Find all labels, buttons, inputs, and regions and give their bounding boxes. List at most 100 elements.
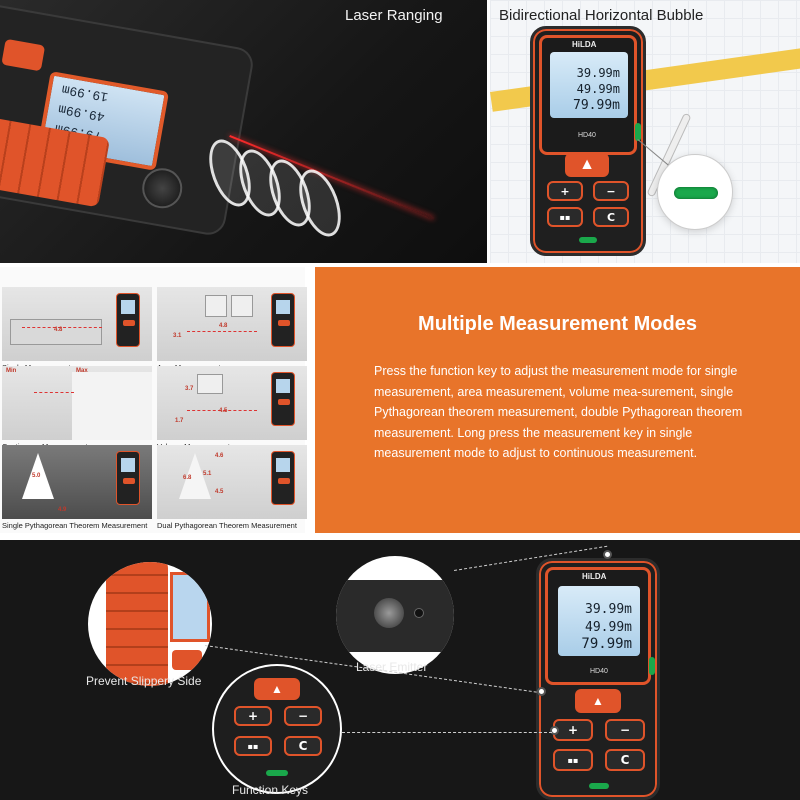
panel [231,295,253,317]
modes-description-panel: Multiple Measurement Modes Press the fun… [315,267,800,533]
reading-line: 19.99m [60,81,110,105]
key-edge [172,650,202,670]
value-tag: 4.8 [54,327,63,333]
clear-key: C [593,207,629,227]
model-label: HD40 [578,132,596,139]
section-body: Press the function key to adjust the mea… [374,364,743,460]
mode-scene: 5.0 4.9 [2,445,152,519]
measure-line [22,327,102,328]
device-screen: 39.99m 49.99m 79.99m [550,52,628,118]
reading-line: 39.99m [576,66,620,80]
panel [205,295,227,317]
mode-scene: 4.8 [2,287,152,361]
receiver-icon [414,608,424,618]
laser-ranging-panel: 19.99m 49.99m 79.99m Laser Ranging [0,0,487,263]
device-front: HiLDA 39.99m 49.99m 79.99m HD40 ▲ + − ▪▪… [530,26,646,256]
mode-single-pythagorean: 5.0 4.9 Single Pythagorean Theorem Measu… [2,445,152,533]
value-tag: 1.7 [175,418,184,424]
mini-device [271,293,295,347]
minus-key: − [605,719,645,741]
bubble-zoom [657,154,733,230]
feature-label: Laser Emitter [356,660,428,674]
section-title: Multiple Measurement Modes [418,313,697,335]
reading-line: 49.99m [576,82,620,96]
function-key: ▪▪ [553,749,593,771]
tree-shape [22,453,54,499]
measure-line [187,410,257,411]
grip-texture [106,562,168,686]
mode-continuous: Min Max Continuous Measurement [2,366,152,454]
wall [72,372,152,440]
callout-line [342,732,552,733]
reading-line: 49.99m [57,101,106,125]
mode-scene: 3.1 4.8 [157,287,307,361]
bubble-panel: Bidirectional Horizontal Bubble HiLDA 39… [490,0,800,263]
panel-title: Laser Ranging [345,7,443,24]
plus-key: + [553,719,593,741]
measure-key-icon: ▲ [575,689,621,713]
value-tag: 6.8 [183,475,192,481]
measure-key-icon: ▲ [254,678,300,700]
callout-dot [603,550,612,559]
feature-label: Function Keys [232,783,309,797]
reading-line: 49.99m [585,620,632,635]
callout-dot [537,687,546,696]
reading-line: 79.99m [581,636,632,652]
mode-scene: 4.6 6.8 5.1 4.5 [157,445,307,519]
reading-line: 39.99m [585,602,632,617]
measure-line [34,392,74,393]
laser-emitter-icon [374,598,404,628]
model-label: HD40 [590,668,608,675]
clear-key: C [605,749,645,771]
minus-key: − [593,181,629,201]
emitter-zoom [336,556,454,674]
modes-grid: 4.8 Single Measurement 3.1 4.8 Area Meas… [0,267,307,533]
mode-scene: Min Max [2,366,152,440]
measure-key [1,38,46,72]
mini-device [271,372,295,426]
callout-dot [550,726,559,735]
tree-shape [179,453,211,499]
mode-label: Single Pythagorean Theorem Measurement [2,521,148,530]
mode-volume: 3.7 4.5 1.7 Volume Measurement [157,366,307,454]
bottom-bubble-vial [589,783,609,789]
mode-scene: 3.7 4.5 1.7 [157,366,307,440]
brand-logo: HiLDA [582,572,607,581]
function-key: ▪▪ [234,736,272,756]
value-tag: 4.6 [215,453,224,459]
function-key: ▪▪ [547,207,583,227]
value-tag: 3.1 [173,333,182,339]
panel-title: Bidirectional Horizontal Bubble [499,7,704,24]
screen-edge [170,572,210,642]
measure-line [187,331,257,332]
bottom-bubble-vial [266,770,288,776]
value-tag: 4.5 [219,408,228,414]
desk [10,319,102,345]
side-bubble-vial [649,657,655,675]
function-keys-zoom: ▲ + − ▪▪ C [212,664,342,794]
mini-device [271,451,295,505]
value-tag: Max [76,368,88,374]
value-tag: 4.5 [215,489,224,495]
mode-single: 4.8 Single Measurement [2,287,152,375]
screen-frame: HiLDA 39.99m 49.99m 79.99m HD40 [545,567,651,685]
device-angled: 19.99m 49.99m 79.99m [0,0,256,238]
laser-emitter-icon [139,165,186,212]
minus-key: − [284,706,322,726]
slippery-side-zoom [88,562,212,686]
plus-key: + [547,181,583,201]
device-screen: 39.99m 49.99m 79.99m [558,586,640,656]
brand-logo: HiLDA [572,40,597,49]
bubble-level-icon [674,187,718,199]
mode-area: 3.1 4.8 Area Measurement [157,287,307,375]
clear-key: C [284,736,322,756]
mini-device [116,451,140,505]
mode-dual-pythagorean: 4.6 6.8 5.1 4.5 Dual Pythagorean Theorem… [157,445,307,533]
value-tag: 4.9 [58,507,67,513]
measure-key-icon: ▲ [565,153,609,177]
mini-device [116,293,140,347]
reading-line: 79.99m [573,98,620,113]
bottom-bubble-vial [579,237,597,243]
plus-key: + [234,706,272,726]
